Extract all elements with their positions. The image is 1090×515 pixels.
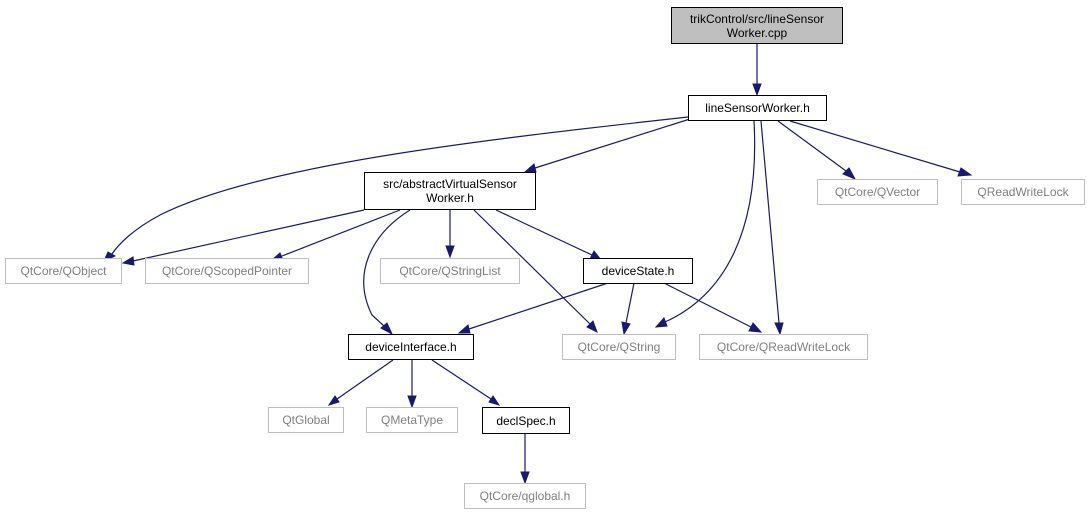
edge-devicestate-to-qstring <box>625 282 635 324</box>
node-qglobal-h: QtCore/qglobal.h <box>464 483 586 509</box>
node-deviceinterface-h[interactable]: deviceInterface.h <box>348 334 474 360</box>
arrowhead <box>445 245 455 259</box>
node-qmetatype: QMetaType <box>366 407 458 433</box>
arrowhead <box>520 471 530 485</box>
edge-deviceinterface-to-declspec <box>431 359 492 400</box>
arrowhead <box>842 167 857 181</box>
edge-devicestate-to-deviceinterface <box>468 282 609 330</box>
node-linesensorworker-cpp: trikControl/src/lineSensor Worker.cpp <box>671 7 843 44</box>
node-qreadwritelock-core: QtCore/QReadWriteLock <box>699 334 868 360</box>
edge-linesensorworker-to-qvector <box>777 120 847 172</box>
arrowhead <box>523 163 537 173</box>
arrowhead <box>327 395 340 406</box>
edge-deviceinterface-to-qtglobal <box>336 359 394 400</box>
arrowhead <box>407 395 417 409</box>
arrowhead <box>752 83 762 97</box>
arrowhead <box>774 322 784 336</box>
node-abstractvirtualsensorworker-h[interactable]: src/abstractVirtualSensor Worker.h <box>364 172 536 210</box>
edge-abstract-to-qobject <box>132 209 365 262</box>
edge-linesensorworker-to-qreadwritelock-plain <box>789 120 961 173</box>
edge-abstract-to-devicestate <box>495 209 593 256</box>
arrowhead <box>457 324 471 334</box>
edge-linesensorworker-to-qstring <box>664 120 756 323</box>
edge-abstract-to-deviceinterface <box>363 209 411 327</box>
arrowhead <box>621 321 631 336</box>
arrowhead <box>586 320 598 334</box>
node-qstring: QtCore/QString <box>562 334 676 360</box>
edge-linesensorworker-to-qobject <box>111 116 689 255</box>
edge-linesensorworker-to-abstractvirtualsensorworker <box>534 118 691 169</box>
node-declspec-h[interactable]: declSpec.h <box>482 407 570 434</box>
arrowhead <box>380 322 394 336</box>
edge-linesensorworker-to-qreadwritelock-core <box>760 120 780 324</box>
arrowhead <box>488 395 501 406</box>
arrowhead <box>748 322 763 333</box>
node-qstringlist: QtCore/QStringList <box>380 258 520 284</box>
arrowhead <box>654 317 668 328</box>
node-devicestate-h[interactable]: deviceState.h <box>583 258 693 284</box>
node-qreadwritelock-plain: QReadWriteLock <box>961 179 1085 205</box>
edge-abstract-to-qstring <box>473 209 591 325</box>
edge-abstract-to-qscopedpointer <box>281 209 401 257</box>
arrowhead <box>957 167 973 177</box>
node-linesensorworker-h[interactable]: lineSensorWorker.h <box>688 95 827 121</box>
arrowhead <box>121 256 135 266</box>
edge-devicestate-to-qreadwritelock-core <box>663 282 752 328</box>
node-qobject: QtCore/QObject <box>5 258 122 284</box>
node-qvector: QtCore/QVector <box>817 179 938 205</box>
node-qtglobal: QtGlobal <box>268 407 344 433</box>
node-qscopedpointer: QtCore/QScopedPointer <box>145 258 309 284</box>
